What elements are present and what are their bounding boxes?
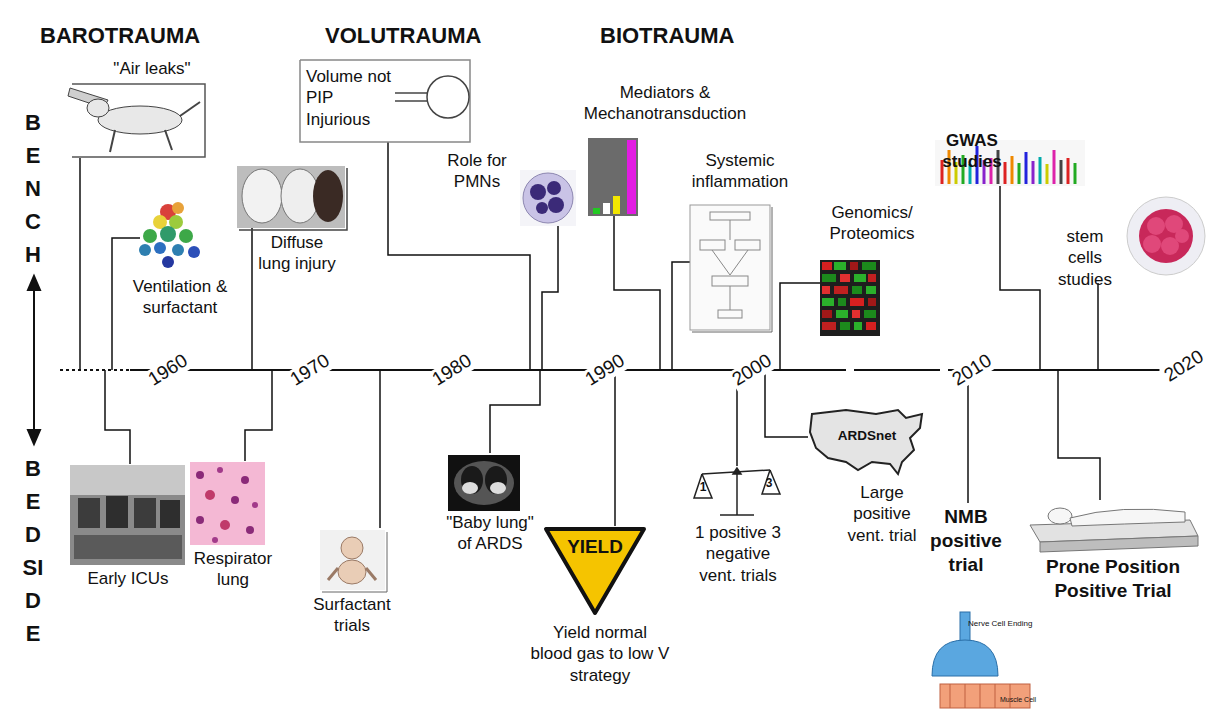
- double-arrow: [28, 276, 40, 444]
- stem-cell-figure: [1127, 197, 1205, 275]
- timeline-label: Role for PMNs: [434, 150, 520, 193]
- pmn-cell: [520, 170, 576, 226]
- timeline-label: Ventilation & surfactant: [116, 276, 244, 319]
- year-label: 2020: [1159, 345, 1209, 387]
- ct-scan: [448, 455, 520, 511]
- timeline-label: GWAS studies: [932, 130, 1012, 173]
- timeline-label: NMB positive trial: [922, 505, 1010, 576]
- timeline-label: Genomics/ Proteomics: [810, 202, 934, 245]
- node-text: ARDSnet: [806, 404, 928, 443]
- timeline-label: Mediators & Mechanotransduction: [548, 82, 782, 125]
- heatmap-figure: [820, 260, 880, 336]
- timeline-label: BIOTRAUMA: [600, 22, 780, 50]
- timeline-label: "Air leaks": [92, 58, 212, 79]
- timeline-label: Large positive vent. trial: [836, 482, 928, 546]
- year-label: 1970: [285, 349, 335, 391]
- timeline-label: Respirator lung: [180, 548, 286, 591]
- document-figure: [690, 205, 772, 332]
- timeline-label: Volume not PIP Injurious: [306, 66, 398, 130]
- icu-photo: [70, 465, 185, 565]
- timeline-label: Nerve Cell Ending: [968, 620, 1038, 629]
- year-label: 2000: [727, 349, 777, 391]
- timeline-label: Surfactant trials: [297, 594, 407, 637]
- lung-photo: [237, 166, 347, 230]
- timeline-label: stem cells studies: [1050, 226, 1120, 290]
- histology-image: [190, 462, 265, 545]
- axis-letters: BEDSIDE: [22, 452, 44, 650]
- timeline-label: Early ICUs: [66, 568, 190, 589]
- axis-letters: BENCH: [22, 106, 44, 271]
- timeline-label: VOLUTRAUMA: [325, 22, 525, 50]
- yield-sign: YIELD: [543, 526, 647, 616]
- year-label: 1960: [143, 349, 193, 391]
- timeline-label: "Baby lung" of ARDS: [438, 512, 542, 555]
- timeline-label: 1: [698, 480, 708, 495]
- us-map: ARDSnet: [806, 404, 928, 478]
- surfactant-molecule: [139, 202, 200, 268]
- prone-bed: [1030, 508, 1198, 552]
- timeline-label: 3: [764, 476, 774, 491]
- timeline-label: 1 positive 3 negative vent. trials: [690, 522, 786, 586]
- baby-photo: [320, 530, 387, 592]
- year-label: 2010: [947, 349, 997, 391]
- timeline-label: Diffuse lung injury: [258, 232, 336, 275]
- balloon-symbol: [300, 60, 470, 142]
- year-label: 1980: [427, 349, 477, 391]
- timeline-label: Yield normal blood gas to low V strategy: [530, 622, 670, 686]
- timeline-label: Muscle Cell: [1000, 696, 1050, 704]
- air-leak-picture: [68, 84, 205, 157]
- year-label: 1990: [580, 349, 630, 391]
- balance-scale: [694, 468, 780, 515]
- timeline-label: BAROTRAUMA: [40, 22, 240, 50]
- bar-chart-icon: [588, 138, 638, 216]
- node-text: YIELD: [543, 526, 647, 558]
- timeline-label: Prone Position Positive Trial: [1018, 555, 1208, 603]
- timeline-label: Systemic inflammation: [678, 150, 802, 193]
